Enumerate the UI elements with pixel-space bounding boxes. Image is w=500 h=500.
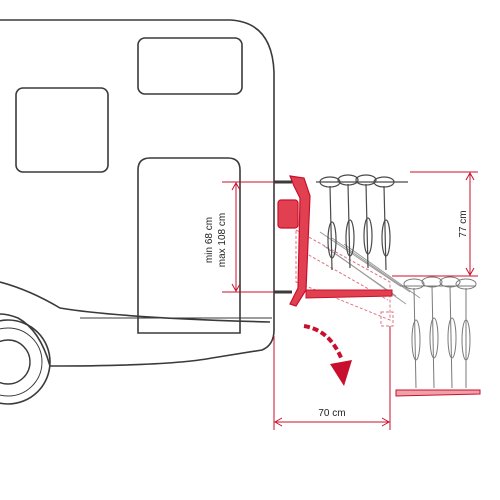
tilt-clearance-dimension bbox=[273, 326, 391, 430]
height-arrowhead-bottom bbox=[231, 283, 241, 293]
height-min-label: min 68 cm bbox=[204, 217, 215, 263]
tilted-bike-3 bbox=[343, 243, 421, 299]
rim bbox=[0, 339, 31, 385]
upright-bikes bbox=[316, 174, 408, 271]
rack-upright bbox=[274, 175, 393, 307]
rack-platform bbox=[305, 289, 393, 299]
tilted-rack-foot bbox=[380, 311, 394, 327]
wheel bbox=[0, 319, 51, 405]
clearance-arrow-left bbox=[273, 417, 283, 427]
tilted-rack-ghost bbox=[295, 229, 394, 327]
lowered-bikes bbox=[395, 276, 481, 397]
motorhome-body bbox=[0, 19, 275, 367]
height-arrowhead-top bbox=[231, 181, 241, 191]
motorhome-outline bbox=[0, 19, 275, 367]
upright-bike-2 bbox=[337, 174, 359, 269]
height-max-label: max 108 cm bbox=[217, 213, 228, 267]
side-window bbox=[15, 87, 109, 173]
lowered-bike-1 bbox=[403, 278, 425, 389]
tilt-arrow-body bbox=[303, 324, 344, 361]
tilted-rack-arm bbox=[299, 249, 389, 301]
lowered-bike-4 bbox=[455, 278, 477, 388]
rack-frame bbox=[289, 175, 311, 307]
lowered-rack-base bbox=[395, 389, 481, 397]
motorhome-skirt bbox=[0, 281, 271, 323]
lowered-bike-2 bbox=[421, 276, 443, 389]
tilt-arrow-head bbox=[330, 360, 352, 386]
tilt-clearance-label: 70 cm bbox=[318, 408, 345, 419]
rack-height-dimension bbox=[392, 171, 478, 277]
lowered-bike-3 bbox=[439, 276, 461, 389]
tilt-arrow bbox=[303, 324, 352, 386]
tyre bbox=[0, 319, 51, 405]
tilted-rack-frame bbox=[295, 229, 391, 321]
upright-bike-3 bbox=[355, 174, 377, 269]
clearance-arrow-right bbox=[381, 417, 391, 427]
rack-height-arrow-top bbox=[465, 171, 475, 181]
tilted-bikes bbox=[319, 231, 421, 305]
tilted-bike-2 bbox=[331, 237, 411, 305]
rack-height-arrow-bottom bbox=[465, 267, 475, 277]
upright-bike-1 bbox=[319, 176, 341, 271]
upright-bike-4 bbox=[373, 176, 395, 271]
rack-height-label: 77 cm bbox=[458, 210, 469, 237]
upper-window bbox=[137, 37, 243, 95]
tyre-inner bbox=[0, 327, 43, 397]
door bbox=[137, 157, 241, 334]
rack-mount-plate bbox=[277, 199, 299, 229]
height-dimension bbox=[222, 181, 282, 293]
